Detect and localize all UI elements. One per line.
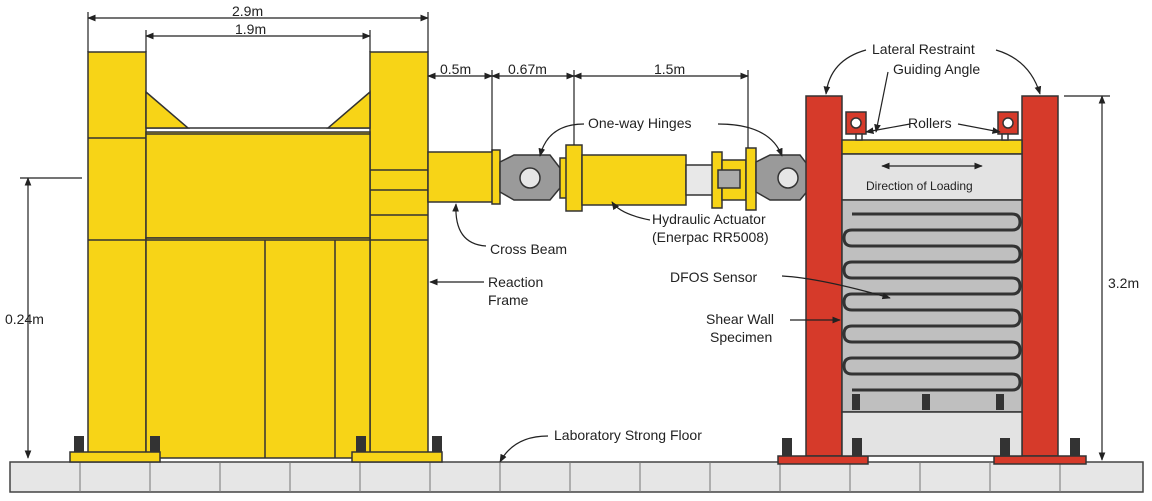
cross-beam [427, 149, 501, 205]
dimension-lines [20, 12, 1110, 461]
label-strong-floor: Laboratory Strong Floor [554, 427, 702, 443]
leader-lines [429, 49, 1042, 463]
label-reaction-frame-line1: Reaction [488, 274, 543, 290]
label-dfos-sensor: DFOS Sensor [670, 269, 757, 285]
wall-anchor-bolts [782, 394, 1080, 456]
shear-wall-setup [777, 95, 1087, 465]
frame-anchor-bolts [74, 436, 442, 452]
label-lateral-restraint: Lateral Restraint [872, 41, 975, 57]
dim-actuator-span: 1.5m [654, 61, 685, 77]
label-actuator-model: (Enerpac RR5008) [652, 229, 769, 245]
label-rollers: Rollers [908, 115, 952, 131]
label-cross-beam: Cross Beam [490, 241, 567, 257]
label-shear-wall-line2: Specimen [710, 329, 772, 345]
label-one-way-hinges: One-way Hinges [588, 115, 692, 131]
dim-frame-inner-width: 1.9m [235, 21, 266, 37]
dim-wall-height: 3.2m [1108, 275, 1139, 291]
reaction-frame [69, 51, 443, 463]
one-way-hinge-left [499, 154, 561, 201]
laboratory-strong-floor [9, 461, 1144, 493]
label-direction-of-loading: Direction of Loading [866, 179, 973, 193]
one-way-hinge-right [755, 154, 811, 201]
label-reaction-frame-line2: Frame [488, 292, 529, 308]
dfos-sensor-fiber [842, 212, 1022, 392]
dim-gap-crossbeam-hinge: 0.67m [508, 61, 547, 77]
dim-frame-width: 2.9m [232, 3, 263, 19]
dim-frame-height: 0.24m [5, 311, 44, 327]
label-shear-wall-line1: Shear Wall [706, 311, 774, 327]
hydraulic-actuator [559, 144, 757, 212]
label-hydraulic-actuator: Hydraulic Actuator [652, 211, 766, 227]
label-guiding-angle: Guiding Angle [893, 61, 980, 77]
dim-gap-frame-crossbeam: 0.5m [440, 61, 471, 77]
